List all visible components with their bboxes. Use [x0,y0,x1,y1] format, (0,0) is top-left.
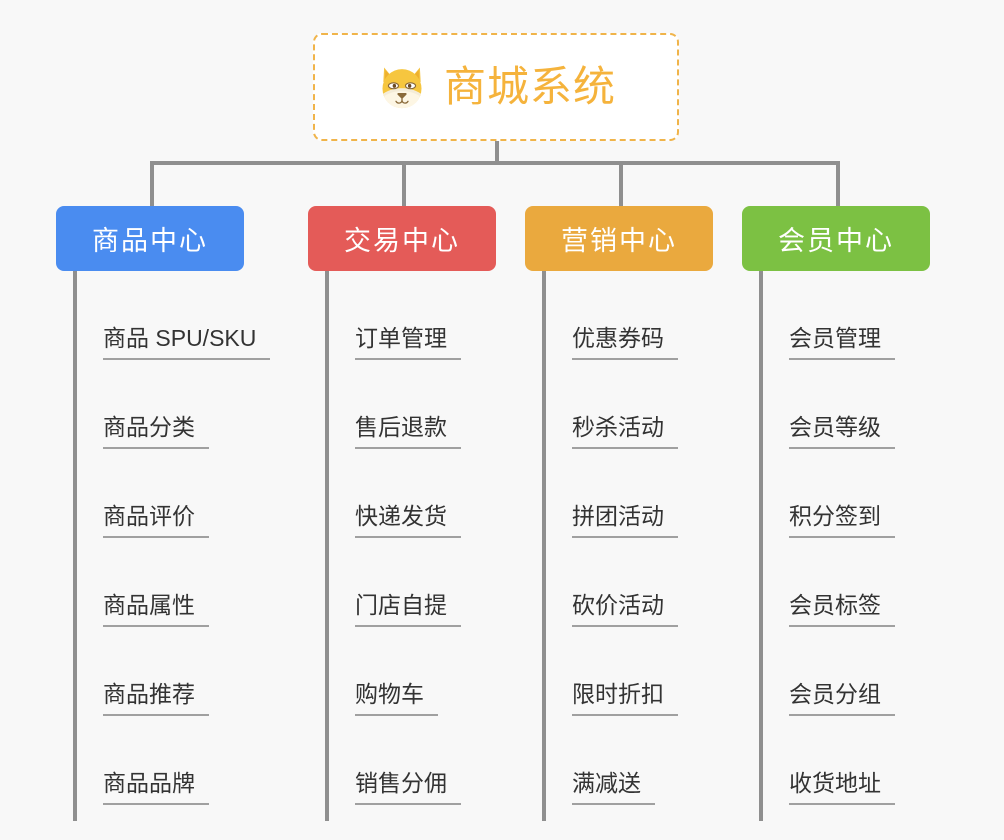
leaf-item[interactable]: 商品评价 [73,449,270,538]
shiba-dog-icon [382,67,422,109]
leaf-label: 销售分佣 [355,770,461,805]
connector-drop-branch-1 [150,161,154,208]
leaf-label: 限时折扣 [572,681,678,716]
leaf-item[interactable]: 商品品牌 [73,716,270,805]
leaf-list-1: 商品 SPU/SKU 商品分类 商品评价 商品属性 商品推荐 商品品牌 [73,271,271,805]
branch-spine-3 [542,271,546,821]
branch-spine-2 [325,271,329,821]
leaf-label: 会员分组 [789,681,895,716]
leaf-list-3: 优惠券码 秒杀活动 拼团活动 砍价活动 限时折扣 满减送 [542,271,678,805]
leaf-item[interactable]: 秒杀活动 [542,360,678,449]
leaf-label: 秒杀活动 [572,414,678,449]
leaf-label: 收货地址 [789,770,895,805]
connector-root-stem [495,141,499,164]
branch-header-3[interactable]: 营销中心 [525,206,713,271]
leaf-item[interactable]: 商品推荐 [73,627,270,716]
leaf-item[interactable]: 商品 SPU/SKU [73,271,271,360]
leaf-label: 会员标签 [789,592,895,627]
branch-title-1: 商品中心 [92,226,208,256]
branch-spine-1 [73,271,77,821]
leaf-label: 会员管理 [789,325,895,360]
leaf-item[interactable]: 商品分类 [73,360,270,449]
leaf-item[interactable]: 会员管理 [759,271,895,360]
leaf-label: 门店自提 [355,592,461,627]
connector-horizontal-bus [150,161,840,165]
leaf-item[interactable]: 销售分佣 [325,716,461,805]
leaf-item[interactable]: 会员分组 [759,627,895,716]
leaf-label: 砍价活动 [572,592,678,627]
leaf-label: 积分签到 [789,503,895,538]
leaf-item[interactable]: 积分签到 [759,449,895,538]
branch-header-2[interactable]: 交易中心 [308,206,496,271]
leaf-label: 满减送 [572,770,655,805]
branch-title-4: 会员中心 [778,226,894,256]
leaf-item[interactable]: 限时折扣 [542,627,678,716]
connector-drop-branch-4 [836,161,840,208]
leaf-item[interactable]: 商品属性 [73,538,270,627]
leaf-item[interactable]: 快递发货 [325,449,461,538]
leaf-item[interactable]: 售后退款 [325,360,461,449]
leaf-label: 商品分类 [103,414,209,449]
leaf-label: 商品属性 [103,592,209,627]
branch-title-2: 交易中心 [344,226,460,256]
connector-drop-branch-2 [402,161,406,208]
leaf-list-4: 会员管理 会员等级 积分签到 会员标签 会员分组 收货地址 [759,271,895,805]
leaf-label: 优惠券码 [572,325,678,360]
leaf-item[interactable]: 订单管理 [325,271,461,360]
leaf-item[interactable]: 收货地址 [759,716,895,805]
leaf-item[interactable]: 会员标签 [759,538,895,627]
leaf-item[interactable]: 门店自提 [325,538,461,627]
leaf-item[interactable]: 购物车 [325,627,461,716]
leaf-list-2: 订单管理 售后退款 快递发货 门店自提 购物车 销售分佣 [325,271,461,805]
leaf-label: 商品评价 [103,503,209,538]
branch-header-4[interactable]: 会员中心 [742,206,930,271]
leaf-item[interactable]: 砍价活动 [542,538,678,627]
leaf-label: 售后退款 [355,414,461,449]
root-title: 商城系统 [443,63,616,110]
leaf-label: 购物车 [355,681,438,716]
leaf-label: 商品品牌 [103,770,209,805]
branch-title-3: 营销中心 [561,226,677,256]
leaf-label: 商品 SPU/SKU [103,325,271,360]
leaf-item[interactable]: 优惠券码 [542,271,678,360]
leaf-label: 拼团活动 [572,503,678,538]
leaf-label: 订单管理 [355,325,461,360]
leaf-item[interactable]: 满减送 [542,716,678,805]
branch-spine-4 [759,271,763,821]
branch-header-1[interactable]: 商品中心 [56,206,244,271]
leaf-item[interactable]: 会员等级 [759,360,895,449]
leaf-label: 快递发货 [355,503,461,538]
leaf-label: 会员等级 [789,414,895,449]
connector-drop-branch-3 [619,161,623,208]
root-node[interactable]: 商城系统 [313,33,679,141]
leaf-item[interactable]: 拼团活动 [542,449,678,538]
leaf-label: 商品推荐 [103,681,209,716]
